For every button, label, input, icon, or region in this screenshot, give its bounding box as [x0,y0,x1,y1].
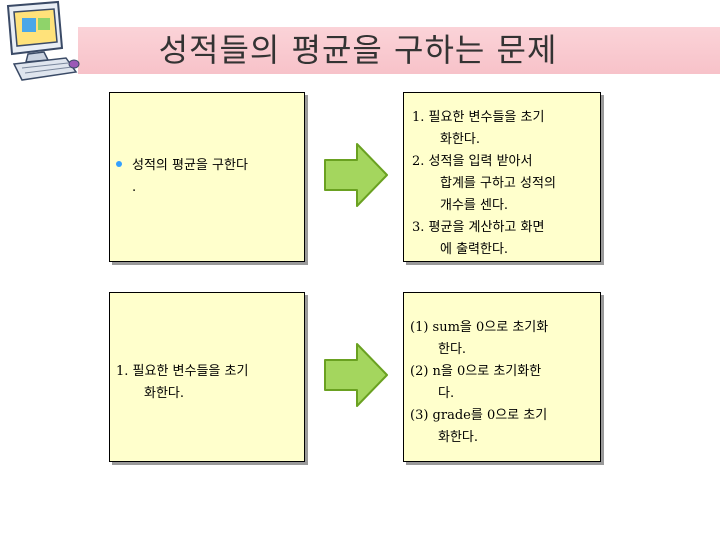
step-line: 화한다. [144,386,185,401]
computer-icon [6,0,80,81]
title-band [78,27,720,74]
init-line: 화한다. [438,430,479,445]
step-line: 에 출력한다. [440,242,509,257]
problem-text-line: 성적의 평균을 구한다 [132,158,248,173]
step-line: 1. 필요한 변수들을 초기 [412,110,545,125]
init-line: 한다. [438,342,467,357]
list-item: (1) sum을 0으로 초기화 한다. [410,317,600,361]
init-line: 다. [438,386,455,401]
step-line: 3. 평균을 계산하고 화면 [412,220,545,235]
list-item: 2. 성적을 입력 받아서 합계를 구하고 성적의 개수를 센다. [412,151,598,217]
init-list: (1) sum을 0으로 초기화 한다. (2) n을 0으로 초기화한 다. … [410,317,600,449]
list-item: 3. 평균을 계산하고 화면 에 출력한다. [412,217,598,261]
step1-list: 1. 필요한 변수들을 초기 화한다. [116,361,302,405]
step1-box: 1. 필요한 변수들을 초기 화한다. [109,292,305,462]
step-line: 화한다. [440,132,481,147]
list-item: 1. 필요한 변수들을 초기 화한다. [412,107,598,151]
step-line: 2. 성적을 입력 받아서 [412,154,533,169]
step-line: 합계를 구하고 성적의 [440,176,556,191]
init-box: (1) sum을 0으로 초기화 한다. (2) n을 0으로 초기화한 다. … [403,292,601,462]
init-line: (1) sum을 0으로 초기화 [410,320,549,335]
list-item: 1. 필요한 변수들을 초기 화한다. [116,361,302,405]
right-arrow-icon [324,143,388,207]
list-item: (2) n을 0으로 초기화한 다. [410,361,600,405]
problem-bullet: 성적의 평균을 구한다 . [116,155,296,199]
init-line: (2) n을 0으로 초기화한 [410,364,542,379]
steps-box: 1. 필요한 변수들을 초기 화한다. 2. 성적을 입력 받아서 합계를 구하… [403,92,601,262]
bullet-icon [116,160,122,167]
list-item: (3) grade를 0으로 초기 화한다. [410,405,600,449]
problem-box: 성적의 평균을 구한다 . [109,92,305,262]
step-line: 개수를 센다. [440,198,509,213]
steps-list: 1. 필요한 변수들을 초기 화한다. 2. 성적을 입력 받아서 합계를 구하… [412,107,598,261]
page-title: 성적들의 평균을 구하는 문제 [158,31,558,69]
problem-text-line: . [132,180,137,195]
step-line: 1. 필요한 변수들을 초기 [116,364,249,379]
init-line: (3) grade를 0으로 초기 [410,408,548,423]
right-arrow-icon [324,343,388,407]
